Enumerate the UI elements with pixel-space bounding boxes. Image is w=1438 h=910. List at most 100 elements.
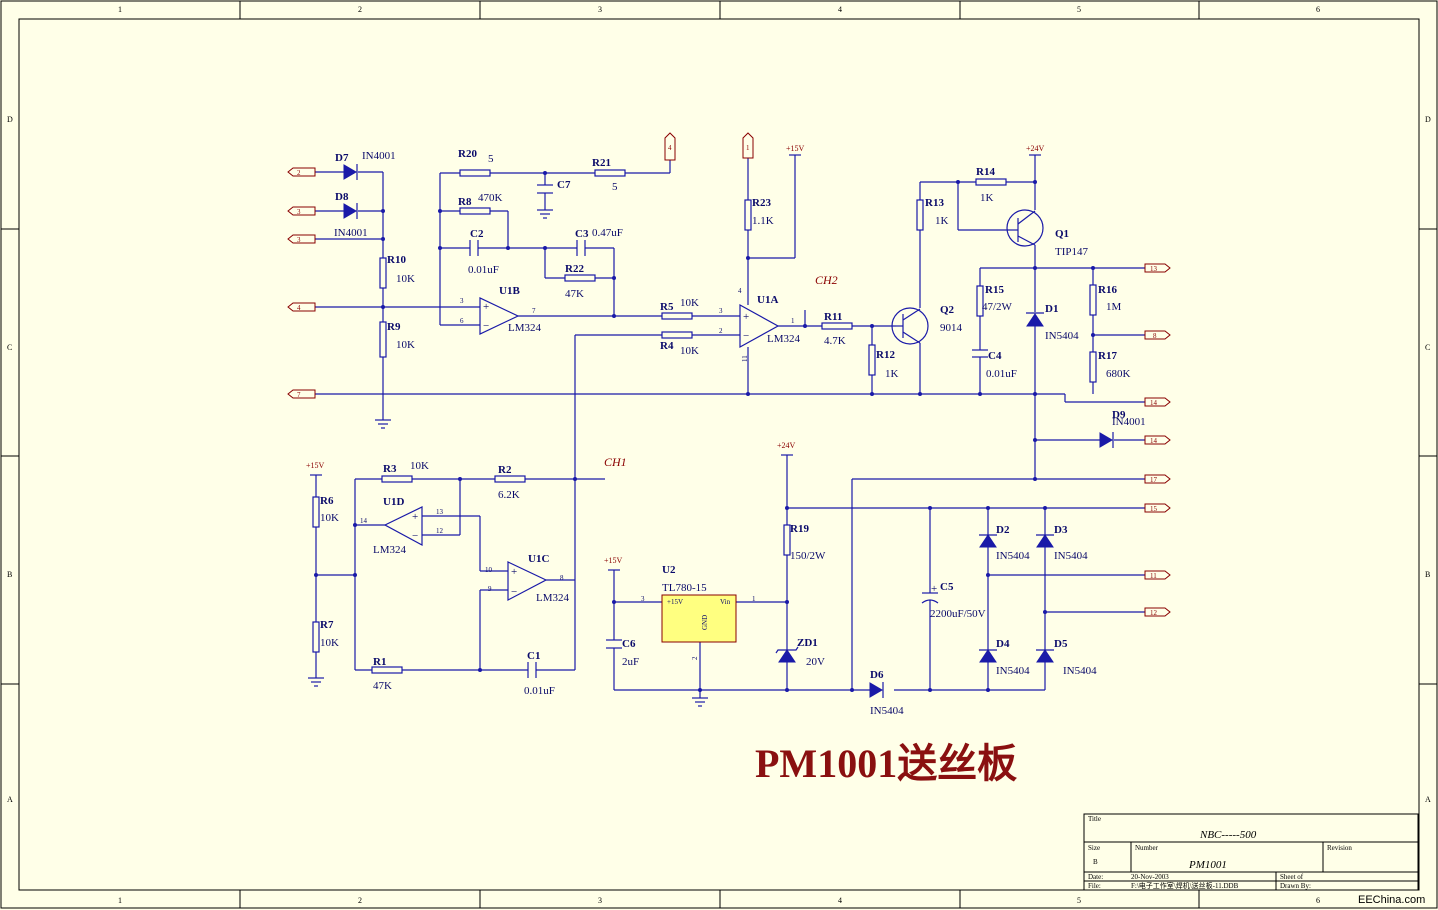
label-r1-ref: R1 [373,656,386,668]
svg-text:4: 4 [297,304,301,312]
svg-text:1: 1 [752,595,756,603]
diode-d7 [343,164,358,180]
svg-text:14: 14 [360,517,368,525]
tb-title-label: Title [1088,815,1101,823]
resistor-r16 [1089,284,1097,316]
svg-text:8: 8 [1153,332,1157,340]
zone-col-5: 5 [1077,5,1081,14]
ground-u2 [692,697,708,707]
capacitor-c2 [469,240,479,256]
tb-size-label: Size [1088,844,1100,852]
label-r6-val: 10K [320,512,339,524]
svg-text:13: 13 [436,508,444,516]
svg-text:11: 11 [1150,572,1157,580]
port-8: 8 [1144,330,1171,340]
port-top-1: 1 [742,132,754,159]
resistor-r6 [312,496,320,528]
net-label-ch2: CH2 [815,273,838,287]
label-d6-ref: D6 [870,669,884,681]
resistor-r9 [379,321,387,358]
label-r4-val: 10K [680,345,699,357]
title-block: Title NBC-----500 Size B Number PM1001 R… [1083,813,1419,891]
svg-text:12: 12 [436,527,444,535]
net-label-ch1: CH1 [604,455,627,469]
zone-col-2: 2 [358,5,362,14]
label-u1c-ref: U1C [528,553,549,565]
port-4: 4 [287,302,316,312]
label-c1-ref: C1 [527,650,540,662]
zone-row-c-right: C [1425,343,1430,352]
label-r5-val: 10K [680,297,699,309]
power-24v-q1: +24V [1026,144,1045,156]
label-r13-ref: R13 [925,197,944,209]
svg-text:+: + [412,511,418,523]
label-r7-ref: R7 [320,619,334,631]
label-u1c-val: LM324 [536,592,570,604]
diode-d9 [1099,432,1114,448]
resistor-r10 [379,257,387,289]
power-15v-r6: +15V [306,461,325,476]
svg-text:2: 2 [297,169,301,177]
svg-text:3: 3 [297,208,301,216]
port-7: 7 [287,389,316,399]
svg-text:+: + [511,566,517,578]
svg-text:+15V: +15V [306,461,325,470]
port-14b: 14 [1144,435,1171,445]
svg-text:7: 7 [297,391,301,399]
ground-r9 [375,419,391,429]
label-d3-ref: D3 [1054,524,1068,536]
label-r17-ref: R17 [1098,350,1117,362]
label-r9-val: 10K [396,339,415,351]
zone-col-6: 6 [1316,5,1320,14]
label-r8-val: 470K [478,192,503,204]
tb-date-label: Date: [1088,873,1103,881]
svg-text:+15V: +15V [667,598,683,606]
diode-d8 [343,203,358,219]
label-r20-ref: R20 [458,148,477,160]
label-r9-ref: R9 [387,321,401,333]
resistor-r7 [312,621,320,653]
svg-text:−: − [412,530,418,542]
resistor-r13 [916,199,924,231]
zone-col-3-bottom: 3 [598,896,602,905]
svg-text:+: + [483,301,489,313]
zone-row-a-right: A [1425,795,1431,804]
diode-d6 [869,682,884,698]
diode-d4 [979,649,997,663]
label-r16-val: 1M [1106,301,1122,313]
svg-text:4: 4 [668,144,672,152]
resistor-r22 [564,274,596,282]
label-d5-ref: D5 [1054,638,1068,650]
label-r19-ref: R19 [790,523,809,535]
svg-text:Vin: Vin [720,598,731,606]
zone-row-a: A [7,795,13,804]
label-d9-ref: D9 [1112,409,1126,421]
label-c3-val: 0.47uF [592,227,623,239]
tb-number-label: Number [1135,844,1159,852]
resistor-r21 [594,169,626,177]
label-r13-val: 1K [935,215,949,227]
label-c5-ref: C5 [940,581,954,593]
svg-text:10: 10 [485,566,493,574]
label-u2-ref: U2 [662,564,676,576]
label-u1b-ref: U1B [499,285,520,297]
label-c2-val: 0.01uF [468,264,499,276]
junctions [314,171,1095,692]
label-u1a-ref: U1A [757,294,778,306]
svg-text:1: 1 [791,317,795,325]
tb-revision-label: Revision [1327,844,1352,852]
port-11: 11 [1144,570,1171,580]
svg-text:+15V: +15V [604,556,623,565]
capacitor-c1 [527,662,537,678]
resistor-r15 [976,285,984,317]
label-d1-val: IN5404 [1045,330,1079,342]
svg-text:13: 13 [1150,265,1158,273]
power-15v-u2: +15V [604,556,623,571]
svg-text:14: 14 [1150,399,1158,407]
svg-text:7: 7 [532,307,536,315]
label-d8-ref: D8 [335,191,349,203]
ground-r7 [308,677,324,687]
label-d3-val: IN5404 [1054,550,1088,562]
label-r3-ref: R3 [383,463,397,475]
